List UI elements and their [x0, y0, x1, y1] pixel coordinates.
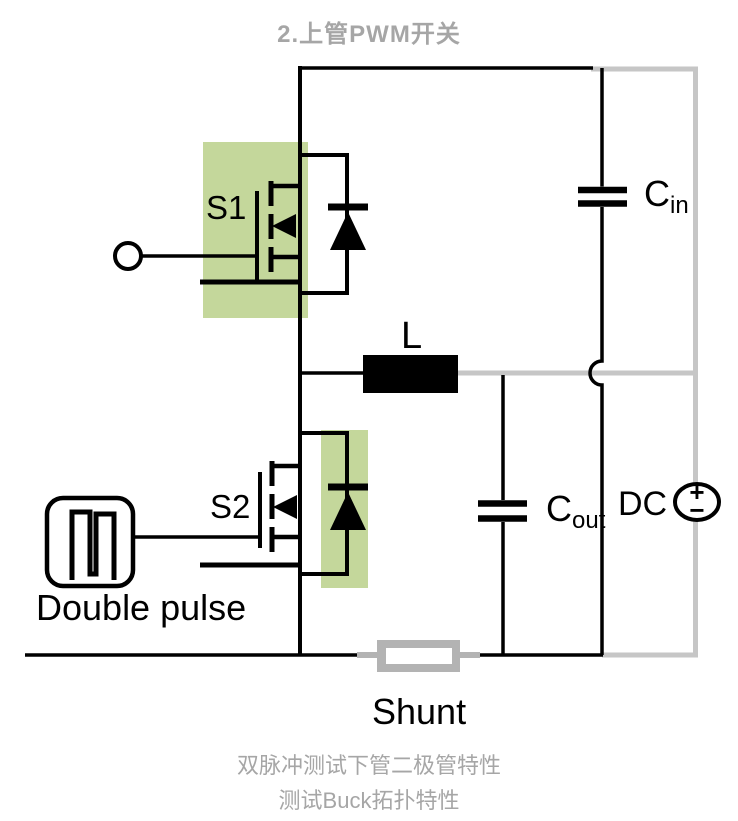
s2-switch: S2	[135, 431, 368, 576]
dc-source-icon	[673, 482, 721, 522]
shunt-body-inner	[386, 648, 452, 664]
s2-body-diode	[330, 492, 366, 530]
dc-label: DC	[618, 485, 667, 523]
caption-line1: 双脉冲测试下管二极管特性	[236, 753, 501, 778]
s2-label: S2	[210, 488, 250, 525]
inductor-body	[363, 355, 458, 393]
s2-body-arrow	[273, 495, 297, 519]
s1-body-diode	[330, 212, 366, 250]
s1-gate-terminal	[113, 241, 143, 271]
gray-wire	[591, 66, 698, 658]
double-pulse-generator: Double pulse	[36, 495, 246, 628]
wires	[25, 66, 604, 657]
dc-source: + − DC	[618, 477, 721, 525]
input-capacitor: Cin	[578, 173, 689, 219]
dc-plus-sign: +	[689, 477, 704, 507]
cin-plates	[578, 186, 627, 207]
s1-drain-source-leads	[271, 183, 300, 260]
inductor: L	[363, 315, 458, 393]
cout-plates	[478, 500, 527, 522]
shunt-resistor: Shunt	[357, 640, 480, 732]
double-pulse-label: Double pulse	[36, 587, 246, 628]
cin-label: Cin	[644, 173, 689, 219]
s1-switch: S1	[113, 153, 368, 295]
s2-drain-source-leads	[272, 463, 300, 540]
s1-label: S1	[206, 189, 246, 226]
double-pulse-waveform-icon	[69, 509, 117, 580]
s1-body-arrow	[272, 214, 296, 238]
shunt-label: Shunt	[372, 691, 466, 732]
dc-loop-wire	[458, 66, 698, 658]
output-capacitor: Cout	[478, 488, 606, 534]
dc-minus-sign: −	[689, 495, 704, 525]
inductor-label: L	[401, 315, 422, 357]
page-title: 2.上管PWM开关	[277, 21, 461, 48]
cout-label: Cout	[546, 488, 606, 534]
caption-line2: 测试Buck拓扑特性	[278, 788, 460, 813]
cin-branch-wire	[588, 68, 604, 655]
